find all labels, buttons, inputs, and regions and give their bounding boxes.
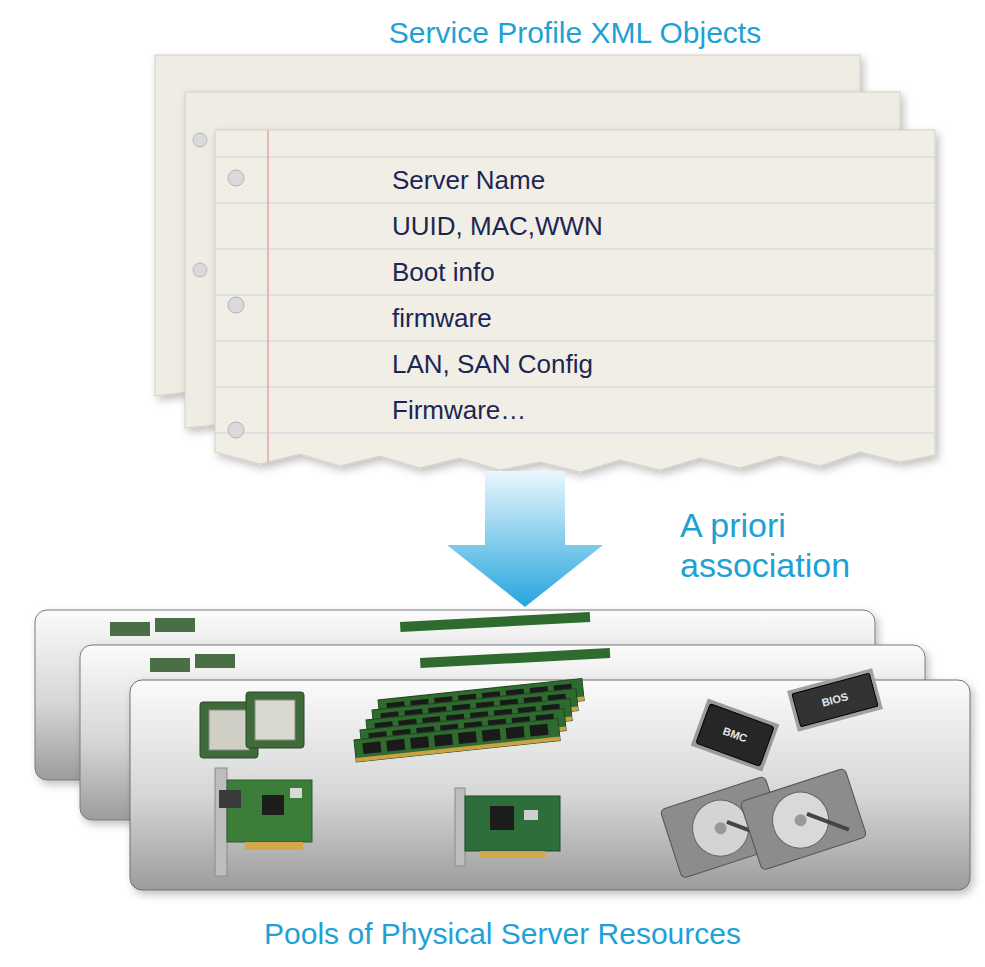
binder-hole (193, 263, 207, 277)
ram-hint (150, 648, 610, 672)
resource-panels (35, 610, 970, 890)
service-profile-sheet: Service Profile XML ObjectsServer NameUU… (215, 130, 935, 465)
ram-modules (354, 679, 584, 762)
group-heading: Service Profile XML Objects (135, 15, 985, 51)
ruled-lines (215, 130, 935, 472)
cpu-chip (246, 692, 304, 748)
network-card (215, 768, 312, 876)
profile-field: Boot info (392, 257, 495, 287)
ram-hint (110, 612, 590, 636)
profile-field: Server Name (392, 165, 545, 195)
hba-card (455, 788, 560, 866)
block-arrow (447, 471, 603, 607)
server-resource-pool: Pools of Physical Server Resources (35, 610, 970, 890)
profile-field: firmware (392, 303, 492, 333)
binder-hole (228, 297, 244, 313)
hard-drive (740, 768, 867, 870)
binder-hole (193, 133, 207, 147)
profile-field: LAN, SAN Config (392, 349, 593, 379)
pool-caption: Pools of Physical Server Resources (0, 916, 985, 952)
bios-chip (787, 668, 883, 731)
bmc-chip (691, 699, 780, 772)
edge-label: A priori association (680, 505, 940, 585)
binder-hole (228, 422, 244, 438)
profile-field: Firmware… (392, 395, 526, 425)
paper-stack (155, 55, 935, 472)
profile-field: UUID, MAC,WWN (392, 211, 603, 241)
paper-sheet (215, 130, 935, 472)
margin-line (267, 130, 269, 462)
binder-hole (228, 170, 244, 186)
